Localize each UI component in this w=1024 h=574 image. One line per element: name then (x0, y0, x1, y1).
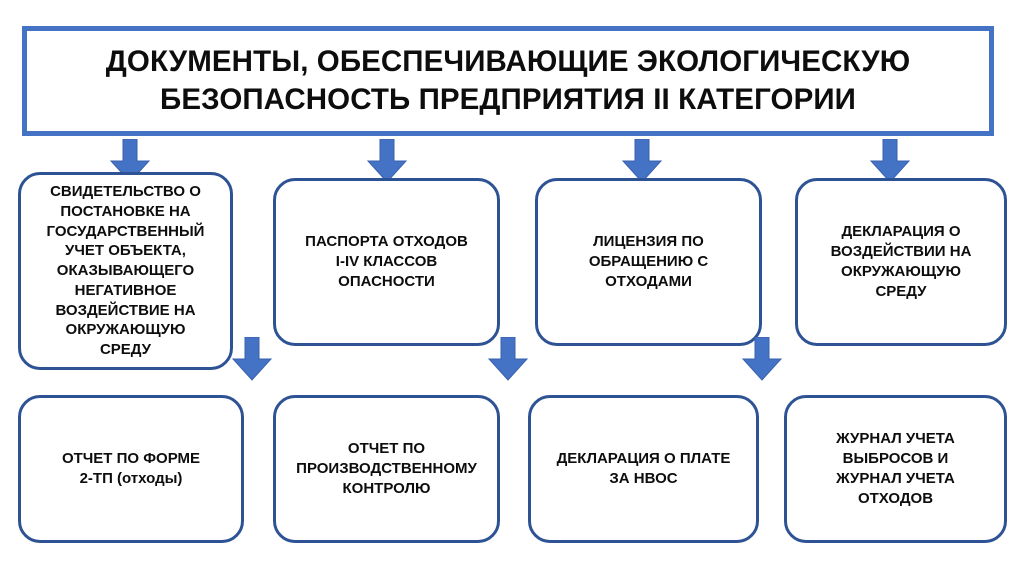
diagram-title-text: ДОКУМЕНТЫ, ОБЕСПЕЧИВАЮЩИЕ ЭКОЛОГИЧЕСКУЮ … (105, 45, 911, 116)
arrow-down-icon-mid-1 (230, 337, 274, 381)
process-box-label: ДЕКЛАРАЦИЯ О ВОЗДЕЙСТВИИ НА ОКРУЖАЮЩУЮ С… (830, 223, 972, 300)
process-box-label: ДЕКЛАРАЦИЯ О ПЛАТЕ ЗА НВОС (556, 450, 731, 487)
arrow-down-icon-top-4 (868, 139, 912, 183)
process-box-otchet-proizvodstvennyy[interactable]: ОТЧЕТ ПО ПРОИЗВОДСТВЕННОМУ КОНТРОЛЮ (273, 395, 500, 543)
process-box-zhurnal-ucheta[interactable]: ЖУРНАЛ УЧЕТА ВЫБРОСОВ И ЖУРНАЛ УЧЕТА ОТХ… (784, 395, 1007, 543)
arrow-down-icon-top-1 (108, 139, 152, 183)
process-box-label: ЖУРНАЛ УЧЕТА ВЫБРОСОВ И ЖУРНАЛ УЧЕТА ОТХ… (836, 430, 955, 507)
arrow-down-icon-top-3 (620, 139, 664, 183)
process-box-litsenziya[interactable]: ЛИЦЕНЗИЯ ПО ОБРАЩЕНИЮ С ОТХОДАМИ (535, 178, 762, 346)
process-box-label: ОТЧЕТ ПО ПРОИЗВОДСТВЕННОМУ КОНТРОЛЮ (296, 440, 477, 497)
diagram-title-banner: ДОКУМЕНТЫ, ОБЕСПЕЧИВАЮЩИЕ ЭКОЛОГИЧЕСКУЮ … (22, 26, 994, 136)
process-box-otchet-2tp[interactable]: ОТЧЕТ ПО ФОРМЕ 2-ТП (отходы) (18, 395, 244, 543)
arrow-down-icon-mid-3 (740, 337, 784, 381)
process-box-deklaratsiya-vozdeystvie[interactable]: ДЕКЛАРАЦИЯ О ВОЗДЕЙСТВИИ НА ОКРУЖАЮЩУЮ С… (795, 178, 1007, 346)
process-box-label: СВИДЕТЕЛЬСТВО О ПОСТАНОВКЕ НА ГОСУДАРСТВ… (46, 182, 205, 359)
process-box-label: ПАСПОРТА ОТХОДОВ I-IV КЛАССОВ ОПАСНОСТИ (305, 233, 468, 290)
process-box-svidetelstvo[interactable]: СВИДЕТЕЛЬСТВО О ПОСТАНОВКЕ НА ГОСУДАРСТВ… (18, 172, 233, 370)
arrow-down-icon-mid-2 (486, 337, 530, 381)
process-box-deklaratsiya-plata[interactable]: ДЕКЛАРАЦИЯ О ПЛАТЕ ЗА НВОС (528, 395, 759, 543)
process-box-label: ОТЧЕТ ПО ФОРМЕ 2-ТП (отходы) (61, 450, 201, 487)
process-box-label: ЛИЦЕНЗИЯ ПО ОБРАЩЕНИЮ С ОТХОДАМИ (588, 233, 709, 290)
arrow-down-icon-top-2 (365, 139, 409, 183)
process-box-pasporta-othodov[interactable]: ПАСПОРТА ОТХОДОВ I-IV КЛАССОВ ОПАСНОСТИ (273, 178, 500, 346)
